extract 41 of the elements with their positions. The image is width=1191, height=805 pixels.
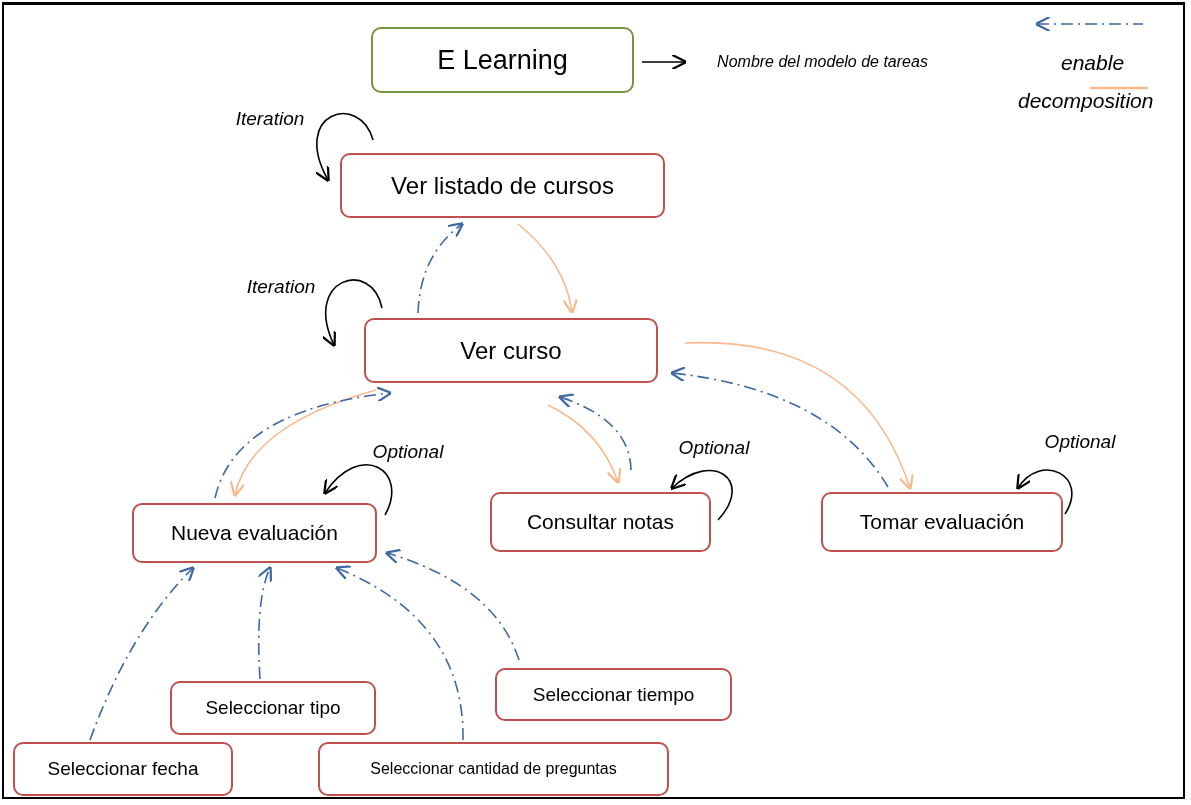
- task-label: Seleccionar tipo: [205, 697, 341, 719]
- arrow: [547, 404, 622, 485]
- task-label: Nueva evaluación: [171, 521, 338, 545]
- arrow: [89, 565, 196, 741]
- task-label: Tomar evaluación: [859, 510, 1025, 534]
- arrow: [230, 389, 377, 498]
- task-label: Ver curso: [460, 336, 562, 365]
- task-label: Ver listado de cursos: [391, 171, 614, 200]
- loop-arrow: [315, 113, 374, 183]
- arrow: [334, 565, 464, 741]
- note-text: Nombre del modelo de tareas: [717, 53, 928, 71]
- arrow: [557, 393, 632, 471]
- task-label: Seleccionar fecha: [47, 758, 199, 780]
- loop-arrow: [323, 464, 393, 516]
- arrow: [384, 549, 520, 661]
- task-box: [132, 503, 377, 563]
- arrow: [214, 386, 393, 499]
- arrow: [641, 53, 688, 71]
- task-box: [490, 492, 711, 552]
- arrow: [669, 366, 889, 488]
- task-box: [340, 153, 665, 218]
- task-box: [495, 668, 732, 721]
- arrow: [417, 222, 465, 314]
- loop-arrow: [1016, 469, 1073, 515]
- task-box: [821, 492, 1063, 552]
- task-box: [13, 742, 233, 796]
- task-label: E Learning: [437, 44, 568, 76]
- task-label: Seleccionar cantidad de preguntas: [370, 760, 617, 778]
- model-name-box: [371, 27, 634, 93]
- arrow: [257, 565, 273, 680]
- task-label: Seleccionar tiempo: [532, 683, 695, 706]
- task-label: Consultar notas: [526, 510, 675, 534]
- loop-arrow: [321, 279, 383, 348]
- arrow: [517, 223, 578, 315]
- legend-label: decomposition: [1018, 89, 1154, 113]
- loop-arrow: [669, 469, 733, 521]
- task-box: [170, 681, 376, 735]
- legend-label: enable: [1061, 51, 1125, 75]
- arrow: [684, 341, 914, 491]
- task-box: [364, 318, 658, 383]
- task-box: [318, 742, 669, 796]
